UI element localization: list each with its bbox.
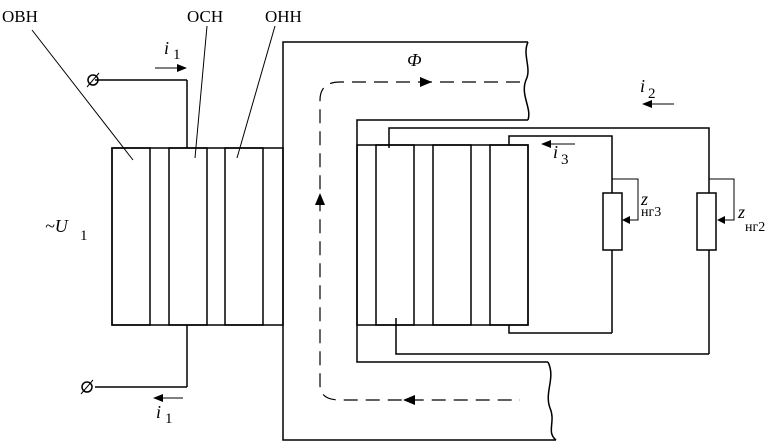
label-i2-sub: 2 xyxy=(648,86,656,102)
label-i1-top: i xyxy=(164,38,169,58)
current-arrow-i1-bottom xyxy=(153,394,183,402)
winding-osn xyxy=(168,147,208,326)
load-circuit-inner xyxy=(508,135,613,334)
winding-ovn xyxy=(111,147,151,326)
label-i1-bottom: i xyxy=(156,402,161,422)
label-z3-sub: нг3 xyxy=(641,205,661,220)
label-leader-lines xyxy=(31,25,276,161)
magnetic-core-outline xyxy=(282,41,557,441)
supply-wires xyxy=(95,79,188,388)
label-i3: i xyxy=(553,142,558,162)
label-i1-top-sub: 1 xyxy=(173,47,181,63)
current-arrow-i2 xyxy=(642,100,674,108)
label-i3-sub: 3 xyxy=(561,152,569,168)
rheostat-tap-z2 xyxy=(709,178,735,224)
label-onn: ОНН xyxy=(265,7,302,26)
label-flux: Ф xyxy=(407,50,422,70)
load-circuit-outer xyxy=(388,127,710,355)
current-arrow-i3 xyxy=(541,140,575,148)
load-resistor-z2 xyxy=(696,192,717,251)
current-arrow-i1-top xyxy=(155,64,187,72)
label-z3: z xyxy=(640,189,648,209)
rheostat-tap-z3 xyxy=(612,178,639,224)
label-voltage: ~U xyxy=(45,216,69,236)
right-core-limb xyxy=(356,144,529,326)
flux-arrow-left xyxy=(315,193,325,205)
left-core-limb xyxy=(111,147,284,326)
label-z2: z xyxy=(737,202,745,222)
winding-onn xyxy=(224,147,264,326)
label-ovn: ОВН xyxy=(2,7,38,26)
label-voltage-sub: 1 xyxy=(80,228,88,244)
winding-right-2 xyxy=(432,144,472,326)
flux-arrow-top xyxy=(420,77,432,87)
terminal-top xyxy=(86,72,100,88)
winding-right-3 xyxy=(489,144,529,326)
load-resistor-z3 xyxy=(602,192,623,251)
flux-path xyxy=(319,81,520,401)
label-i1-bottom-sub: 1 xyxy=(165,411,173,427)
flux-arrow-bottom xyxy=(403,395,415,405)
winding-right-1 xyxy=(375,144,415,326)
label-osn: ОСН xyxy=(187,7,223,26)
label-i2: i xyxy=(640,76,645,96)
label-z2-sub: нг2 xyxy=(745,220,765,235)
terminal-bottom xyxy=(80,379,94,395)
